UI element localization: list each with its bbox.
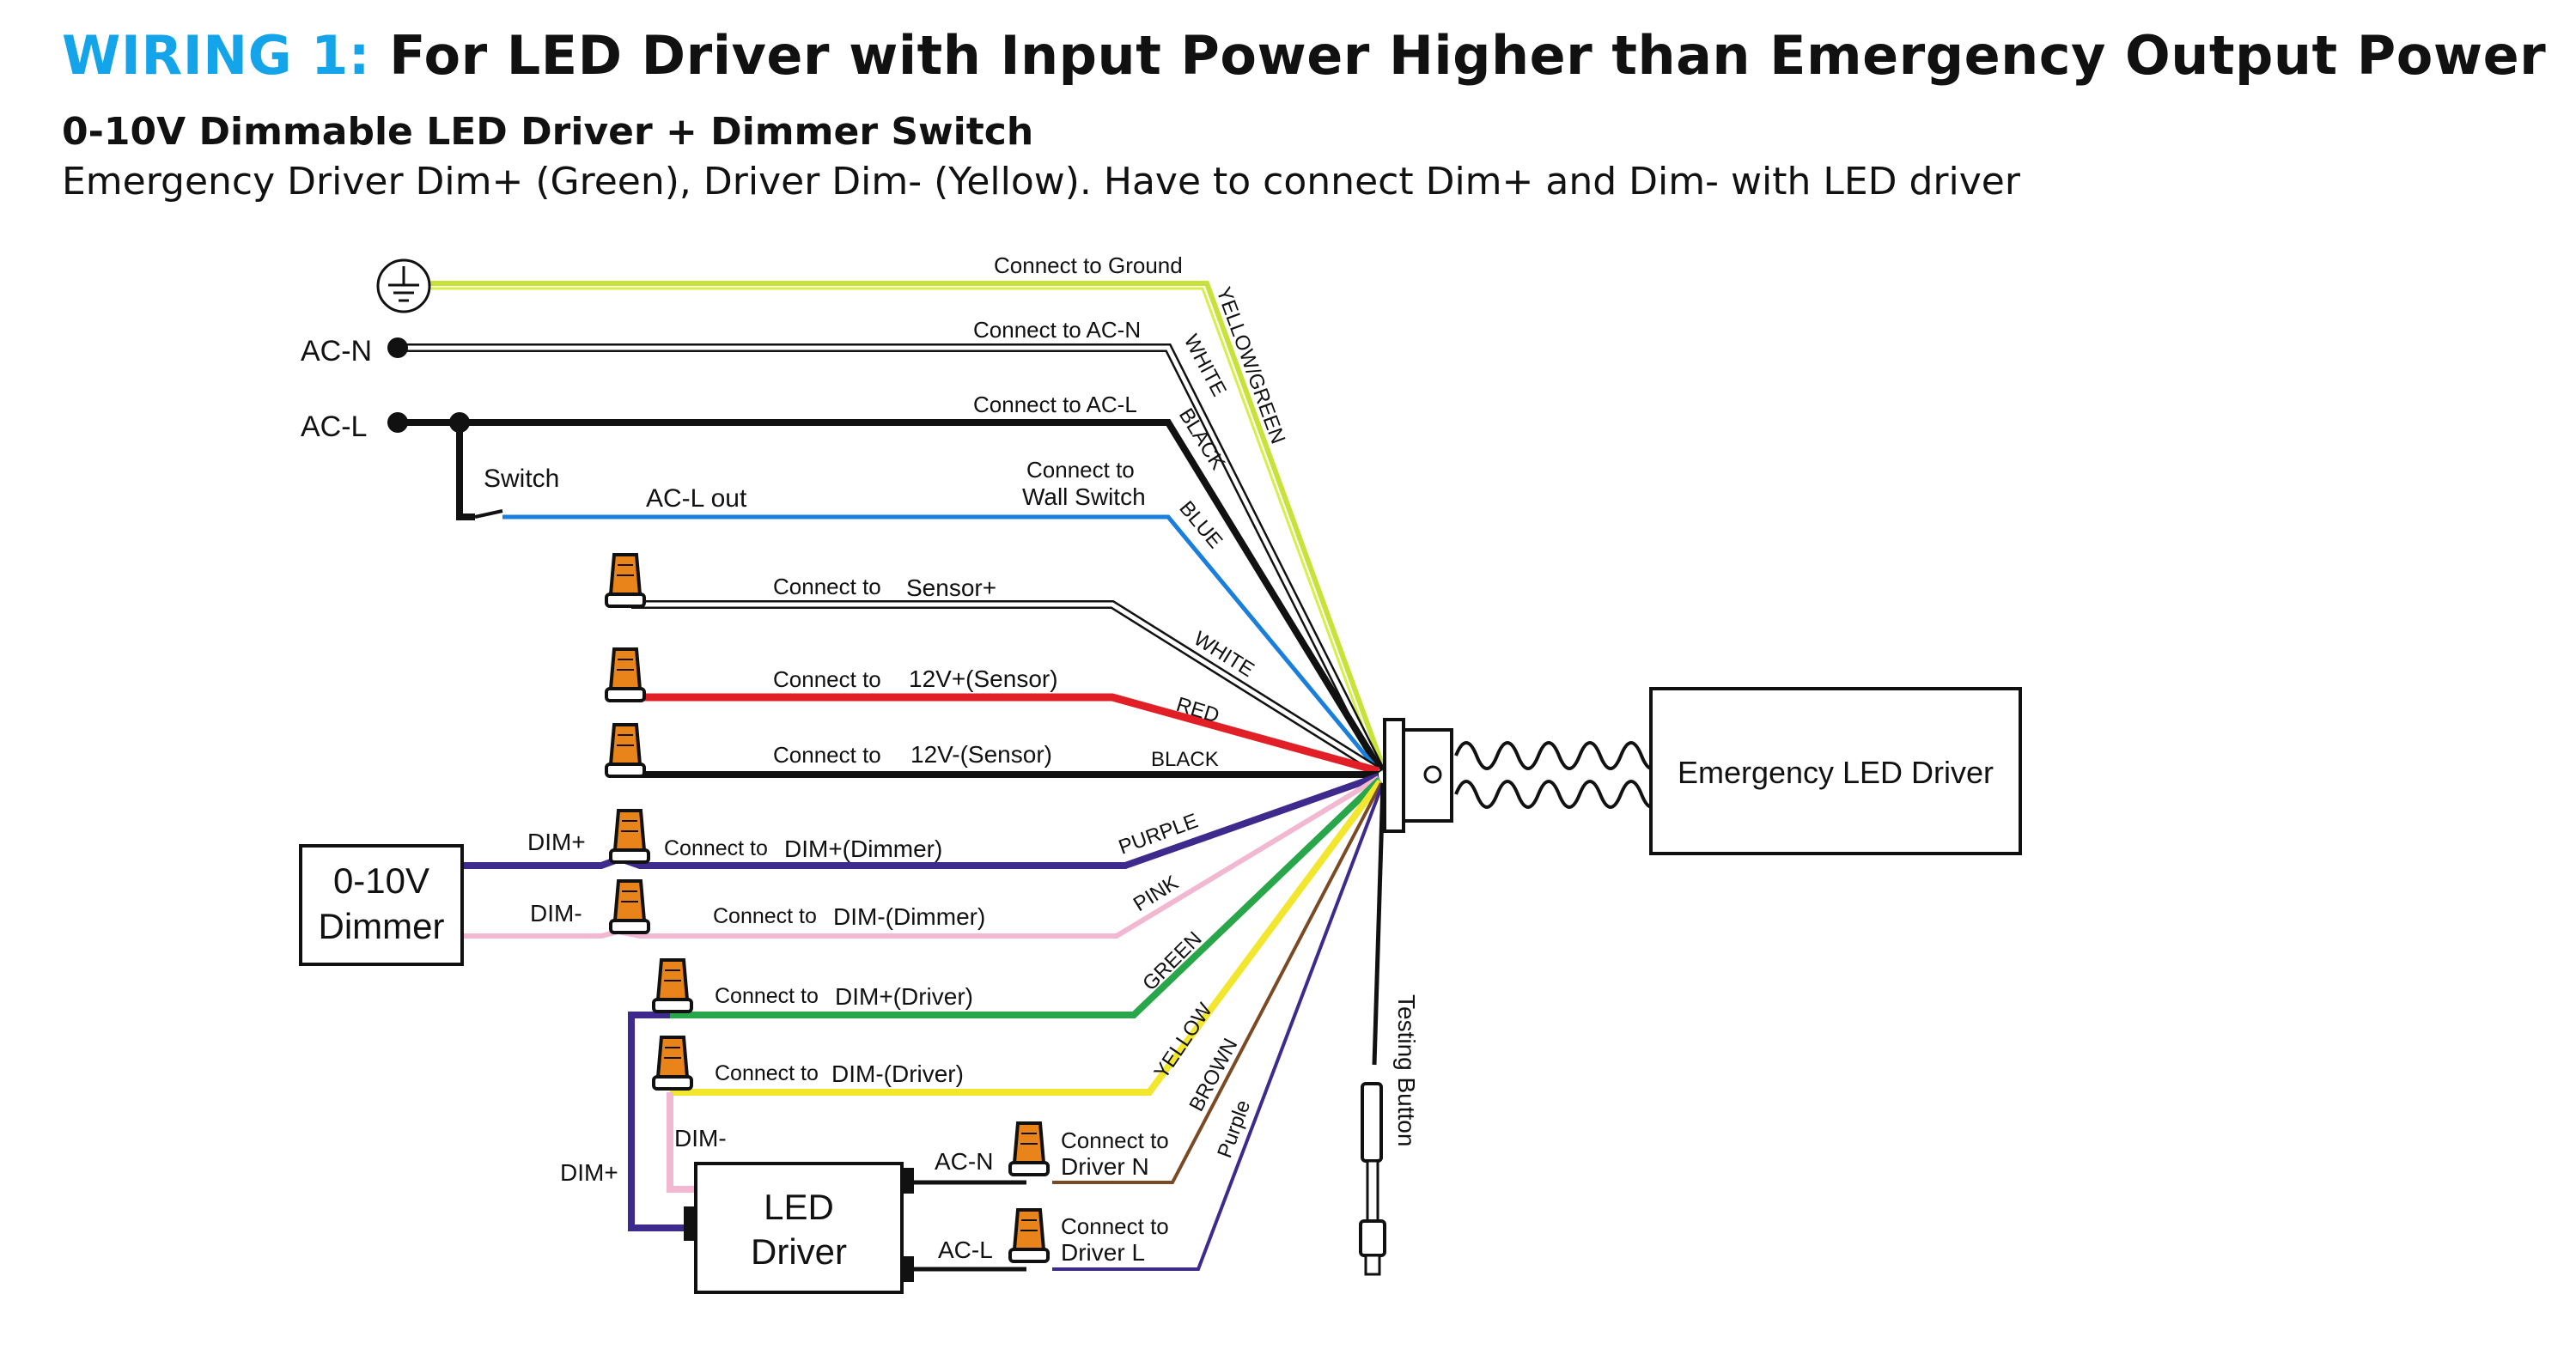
- wire-nut: [652, 1036, 693, 1091]
- driver-ac-l-label: AC-L: [938, 1237, 993, 1263]
- ac-n-label: AC-N: [301, 335, 372, 368]
- emergency-driver-label: Emergency LED Driver: [1678, 755, 1994, 790]
- driver-n-label: Driver N: [1061, 1153, 1149, 1180]
- ac-n-connect-label: Connect to AC-N: [973, 317, 1141, 343]
- dimp-dimmer-connect: Connect to: [664, 836, 768, 860]
- ac-l-terminal: [387, 412, 408, 433]
- page-title: WIRING 1: For LED Driver with Input Powe…: [62, 24, 2546, 87]
- dimmer-label-1: 0-10V: [333, 860, 429, 901]
- led-dim-minus-label: DIM-: [674, 1125, 727, 1152]
- wire-nut: [652, 958, 693, 1013]
- ac-l-junction: [449, 412, 470, 433]
- led-driver-label-2: Driver: [751, 1231, 847, 1272]
- tag-purple-2: Purple: [1213, 1097, 1255, 1161]
- page-subtitle: 0-10V Dimmable LED Driver + Dimmer Switc…: [62, 110, 1034, 154]
- led-dim-plus-label: DIM+: [560, 1159, 618, 1186]
- dimm-driver-connect: Connect to: [715, 1061, 819, 1085]
- tag-black-2: BLACK: [1151, 748, 1219, 771]
- testing-button: [1359, 1082, 1386, 1276]
- driver-ac-n-label: AC-N: [935, 1148, 993, 1175]
- wall-switch-label-2: Wall Switch: [1022, 483, 1146, 510]
- wire-nut: [609, 879, 650, 934]
- wire-nut: [605, 553, 646, 608]
- title-text: For LED Driver with Input Power Higher t…: [389, 24, 2547, 87]
- dimp-driver-connect: Connect to: [715, 984, 819, 1008]
- emergency-driver: Emergency LED Driver: [1383, 687, 2022, 855]
- dim-minus-label: DIM-: [530, 900, 582, 927]
- labels: AC-N AC-L Switch AC-L out Connect to Gro…: [301, 252, 1420, 1266]
- driver-l-connect: Connect to: [1061, 1213, 1169, 1239]
- dimm-driver-label: DIM-(Driver): [831, 1060, 964, 1087]
- dimmer-label-2: Dimmer: [319, 906, 445, 946]
- dimm-dimmer-label: DIM-(Dimmer): [833, 903, 985, 930]
- dimmer-box: 0-10V Dimmer: [299, 844, 464, 966]
- sensor-plus-label: Sensor+: [906, 574, 996, 601]
- v12-plus-connect: Connect to: [773, 666, 881, 692]
- sensor-plus-connect: Connect to: [773, 574, 881, 599]
- wire-nut: [605, 723, 646, 778]
- dimm-dimmer-connect: Connect to: [713, 904, 817, 928]
- driver-l-label: Driver L: [1061, 1239, 1145, 1266]
- driver-n-connect: Connect to: [1061, 1127, 1169, 1153]
- wire-nut: [609, 809, 650, 864]
- led-driver-label-1: LED: [764, 1187, 834, 1227]
- dimp-driver-label: DIM+(Driver): [835, 983, 973, 1010]
- wire-nut: [605, 647, 646, 702]
- ac-l-label: AC-L: [301, 410, 367, 443]
- wall-switch-label-1: Connect to: [1026, 457, 1135, 483]
- dimp-dimmer-label: DIM+(Dimmer): [784, 836, 942, 862]
- tag-green: GREEN: [1138, 927, 1206, 995]
- ground-icon: [376, 258, 431, 313]
- title-prefix: WIRING 1:: [62, 24, 371, 87]
- ac-n-terminal: [387, 337, 408, 358]
- dim-plus-label: DIM+: [527, 829, 586, 855]
- v12-plus-label: 12V+(Sensor): [909, 665, 1058, 692]
- v12-minus-connect: Connect to: [773, 742, 881, 768]
- wire-nut: [1008, 1208, 1050, 1263]
- wire-nut: [1008, 1121, 1050, 1176]
- switch-label: Switch: [484, 465, 559, 493]
- ac-l-out-label: AC-L out: [646, 484, 747, 513]
- led-driver-box: LED Driver: [684, 1162, 914, 1294]
- page-description: Emergency Driver Dim+ (Green), Driver Di…: [62, 160, 2020, 204]
- v12-minus-label: 12V-(Sensor): [910, 741, 1052, 768]
- testing-button-label: Testing Button: [1393, 994, 1420, 1146]
- ground-connect-label: Connect to Ground: [994, 252, 1183, 278]
- ac-l-connect-label: Connect to AC-L: [973, 392, 1137, 417]
